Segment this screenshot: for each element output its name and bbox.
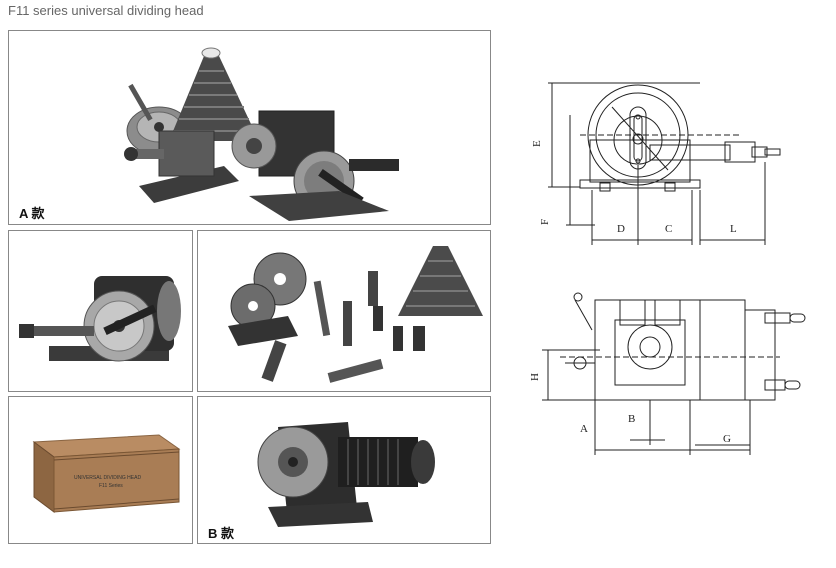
dividing-head-photo bbox=[19, 276, 181, 362]
model-b-label: B 款 bbox=[208, 526, 235, 541]
dim-label-h: H bbox=[529, 373, 541, 381]
dividing-head-kit-photo bbox=[124, 47, 399, 221]
photo-panel-packing-box: UNIVERSAL DIVIDING HEAD F11 Series bbox=[8, 396, 193, 544]
dividing-head-b-photo bbox=[257, 422, 435, 527]
accessories-photo bbox=[228, 246, 483, 383]
dim-label-d: D bbox=[617, 223, 625, 235]
photo-panel-accessories bbox=[197, 230, 491, 392]
model-a-label: A 款 bbox=[19, 206, 45, 221]
dim-label-g: G bbox=[723, 433, 731, 445]
dim-label-c: C bbox=[665, 223, 672, 235]
page-title: F11 series universal dividing head bbox=[8, 3, 204, 18]
dim-label-e: E bbox=[531, 140, 543, 147]
side-view-drawing: H A B G bbox=[529, 292, 806, 455]
dim-label-l: L bbox=[730, 223, 737, 235]
photo-panel-a-kit: A 款 bbox=[8, 30, 491, 225]
dim-label-a: A bbox=[580, 423, 588, 435]
dim-label-b: B bbox=[628, 413, 635, 425]
dim-label-f: F bbox=[539, 219, 551, 225]
front-view-drawing: E F D C L bbox=[531, 82, 781, 245]
wooden-box-photo: UNIVERSAL DIVIDING HEAD F11 Series bbox=[32, 434, 181, 513]
photo-panel-dividing-head bbox=[8, 230, 193, 392]
box-label-line1: UNIVERSAL DIVIDING HEAD bbox=[74, 475, 141, 481]
box-label-line2: F11 Series bbox=[99, 483, 123, 489]
photo-panel-b-model: B 款 bbox=[197, 396, 491, 544]
